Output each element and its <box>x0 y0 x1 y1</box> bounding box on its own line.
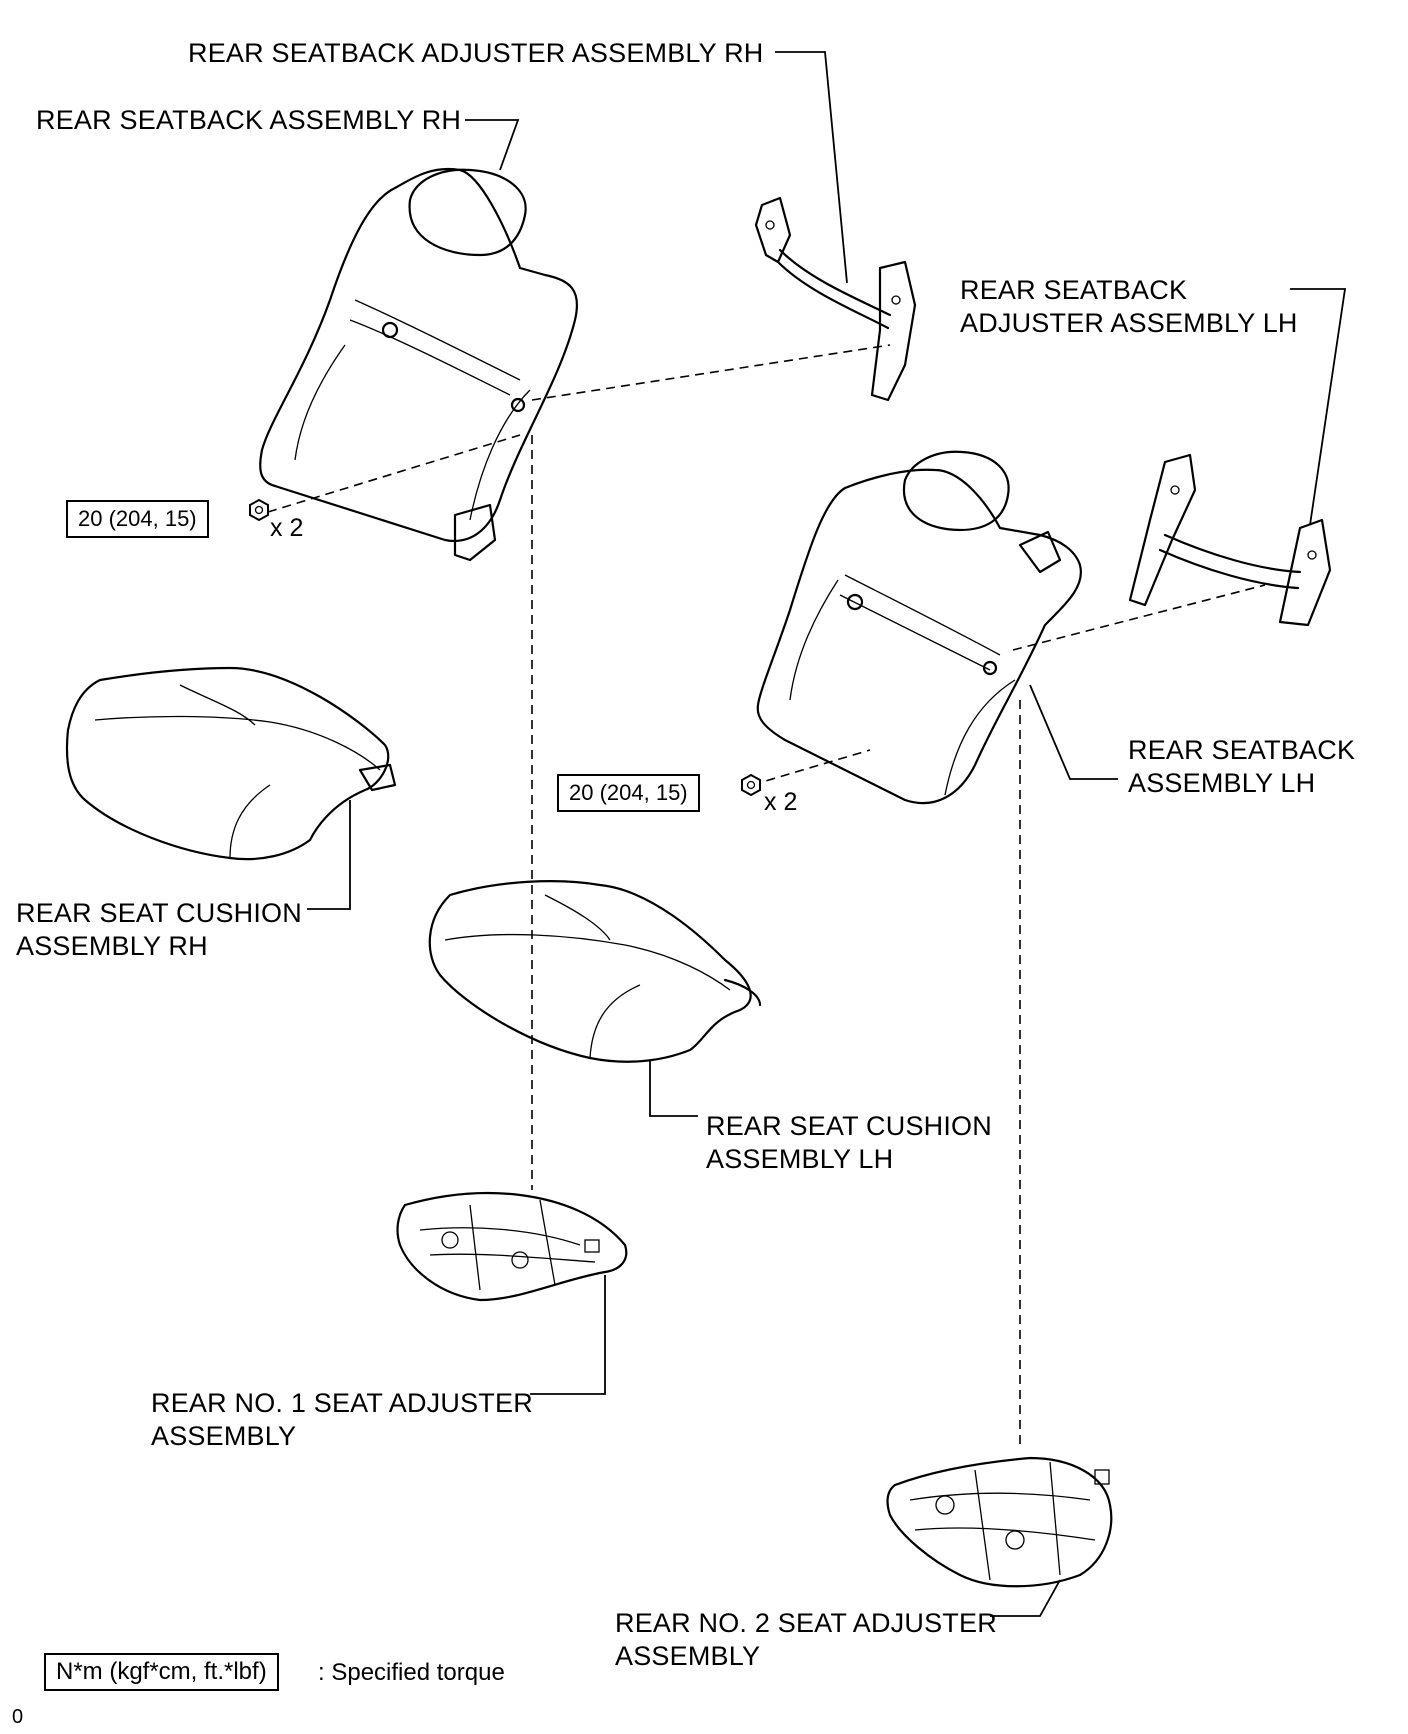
rear-seat-cushion-rh <box>65 666 397 861</box>
label-rear-seatback-adjuster-lh-line1: REAR SEATBACK <box>960 275 1188 305</box>
rear-no2-seat-adjuster <box>886 1456 1113 1588</box>
rear-no1-seat-adjuster <box>396 1191 628 1302</box>
label-rear-no1-seat-adjuster-line2: ASSEMBLY <box>151 1421 297 1451</box>
label-rear-seat-cushion-lh-line2: ASSEMBLY LH <box>706 1144 894 1174</box>
label-rear-no2-seat-adjuster-line2: ASSEMBLY <box>615 1641 761 1671</box>
leader-lines <box>307 51 1347 1617</box>
label-rear-seatback-adjuster-rh: REAR SEATBACK ADJUSTER ASSEMBLY RH <box>188 38 764 68</box>
label-rear-no2-seat-adjuster-line1: REAR NO. 2 SEAT ADJUSTER <box>615 1608 997 1638</box>
figure-id: 0 <box>12 1706 24 1728</box>
nut-icon <box>249 498 269 522</box>
torque-quantity: x 2 <box>270 514 304 542</box>
label-rear-seatback-adjuster-lh-line2: ADJUSTER ASSEMBLY LH <box>960 308 1298 338</box>
rear-seatback-lh <box>756 450 1083 805</box>
torque-spec-box: 20 (204, 15) <box>66 500 209 538</box>
rear-seatback-rh <box>259 167 579 562</box>
label-rear-seatback-rh: REAR SEATBACK ASSEMBLY RH <box>36 105 462 135</box>
legend-description: : Specified torque <box>318 1659 505 1686</box>
label-rear-seat-cushion-rh-line2: ASSEMBLY RH <box>16 931 208 961</box>
nut-icon <box>741 773 761 797</box>
torque-spec-box: 20 (204, 15) <box>557 774 700 812</box>
label-rear-no1-seat-adjuster-line1: REAR NO. 1 SEAT ADJUSTER <box>151 1388 533 1418</box>
rear-seat-cushion-lh <box>428 880 762 1063</box>
label-rear-seat-cushion-lh-line1: REAR SEAT CUSHION <box>706 1111 992 1141</box>
rear-seatback-adjuster-rh <box>754 196 917 402</box>
label-rear-seatback-lh-line1: REAR SEATBACK <box>1128 735 1356 765</box>
label-rear-seat-cushion-rh-line1: REAR SEAT CUSHION <box>16 898 302 928</box>
label-rear-seatback-lh-line2: ASSEMBLY LH <box>1128 768 1316 798</box>
legend-unit-box: N*m (kgf*cm, ft.*lbf) <box>44 1653 279 1691</box>
rear-seatback-adjuster-lh <box>1128 453 1332 627</box>
alignment-lines <box>267 344 1266 1445</box>
torque-quantity: x 2 <box>764 788 798 816</box>
